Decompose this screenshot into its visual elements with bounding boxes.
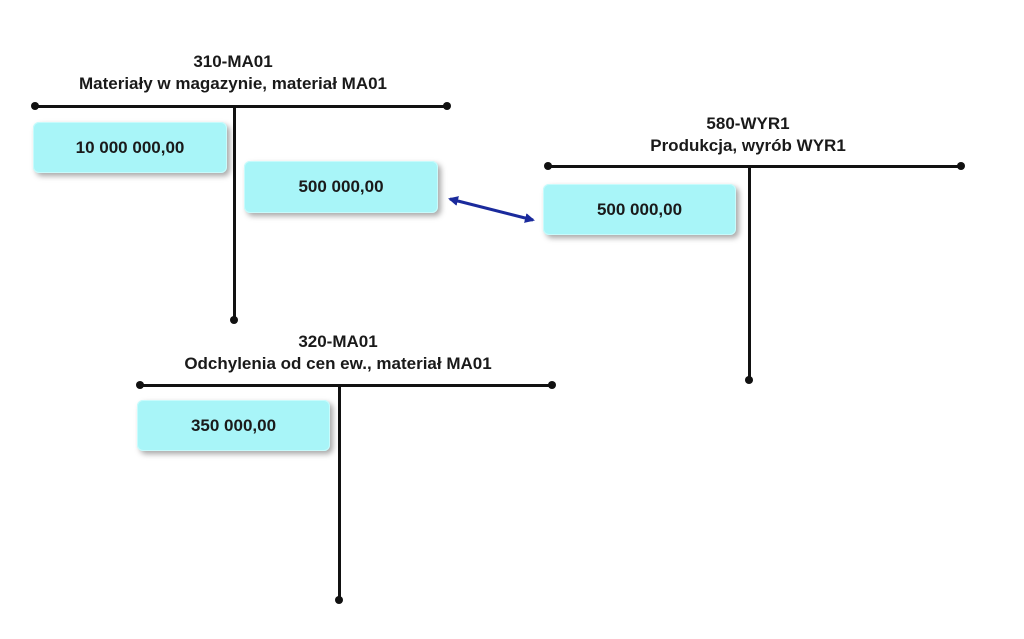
account-310-dot-left: [31, 102, 39, 110]
account-320-dot-left: [136, 381, 144, 389]
account-310-dot-right: [443, 102, 451, 110]
account-580-vline: [748, 165, 751, 380]
account-310-credit-amount: 500 000,00: [244, 161, 438, 213]
account-580-title: 580-WYR1 Produkcja, wyrób WYR1: [650, 113, 846, 157]
account-580-name: Produkcja, wyrób WYR1: [650, 136, 846, 155]
account-580-dot-left: [544, 162, 552, 170]
account-310-debit-amount: 10 000 000,00: [33, 122, 227, 173]
arrow-line: [448, 196, 535, 223]
account-320-debit-amount: 350 000,00: [137, 400, 330, 451]
account-320-code: 320-MA01: [298, 332, 378, 351]
account-310-code: 310-MA01: [193, 52, 273, 71]
account-320-title: 320-MA01 Odchylenia od cen ew., materiał…: [184, 331, 491, 375]
account-320-dot-right: [548, 381, 556, 389]
account-310-hline: [35, 105, 447, 108]
account-580-dot-right: [957, 162, 965, 170]
account-320-hline: [140, 384, 552, 387]
account-310-vline: [233, 105, 236, 321]
account-580-hline: [548, 165, 961, 168]
account-580-debit-amount: 500 000,00: [543, 184, 736, 235]
account-320-vline: [338, 384, 341, 600]
account-310-name: Materiały w magazynie, materiał MA01: [78, 74, 388, 93]
account-310-title: 310-MA01 Materiały w magazynie, materiał…: [79, 51, 387, 95]
account-310-dot-bottom: [230, 316, 238, 324]
account-320-name: Odchylenia od cen ew., materiał MA01: [184, 354, 492, 373]
account-580-code: 580-WYR1: [706, 114, 790, 133]
account-320-dot-bottom: [335, 596, 343, 604]
account-580-dot-bottom: [745, 376, 753, 384]
